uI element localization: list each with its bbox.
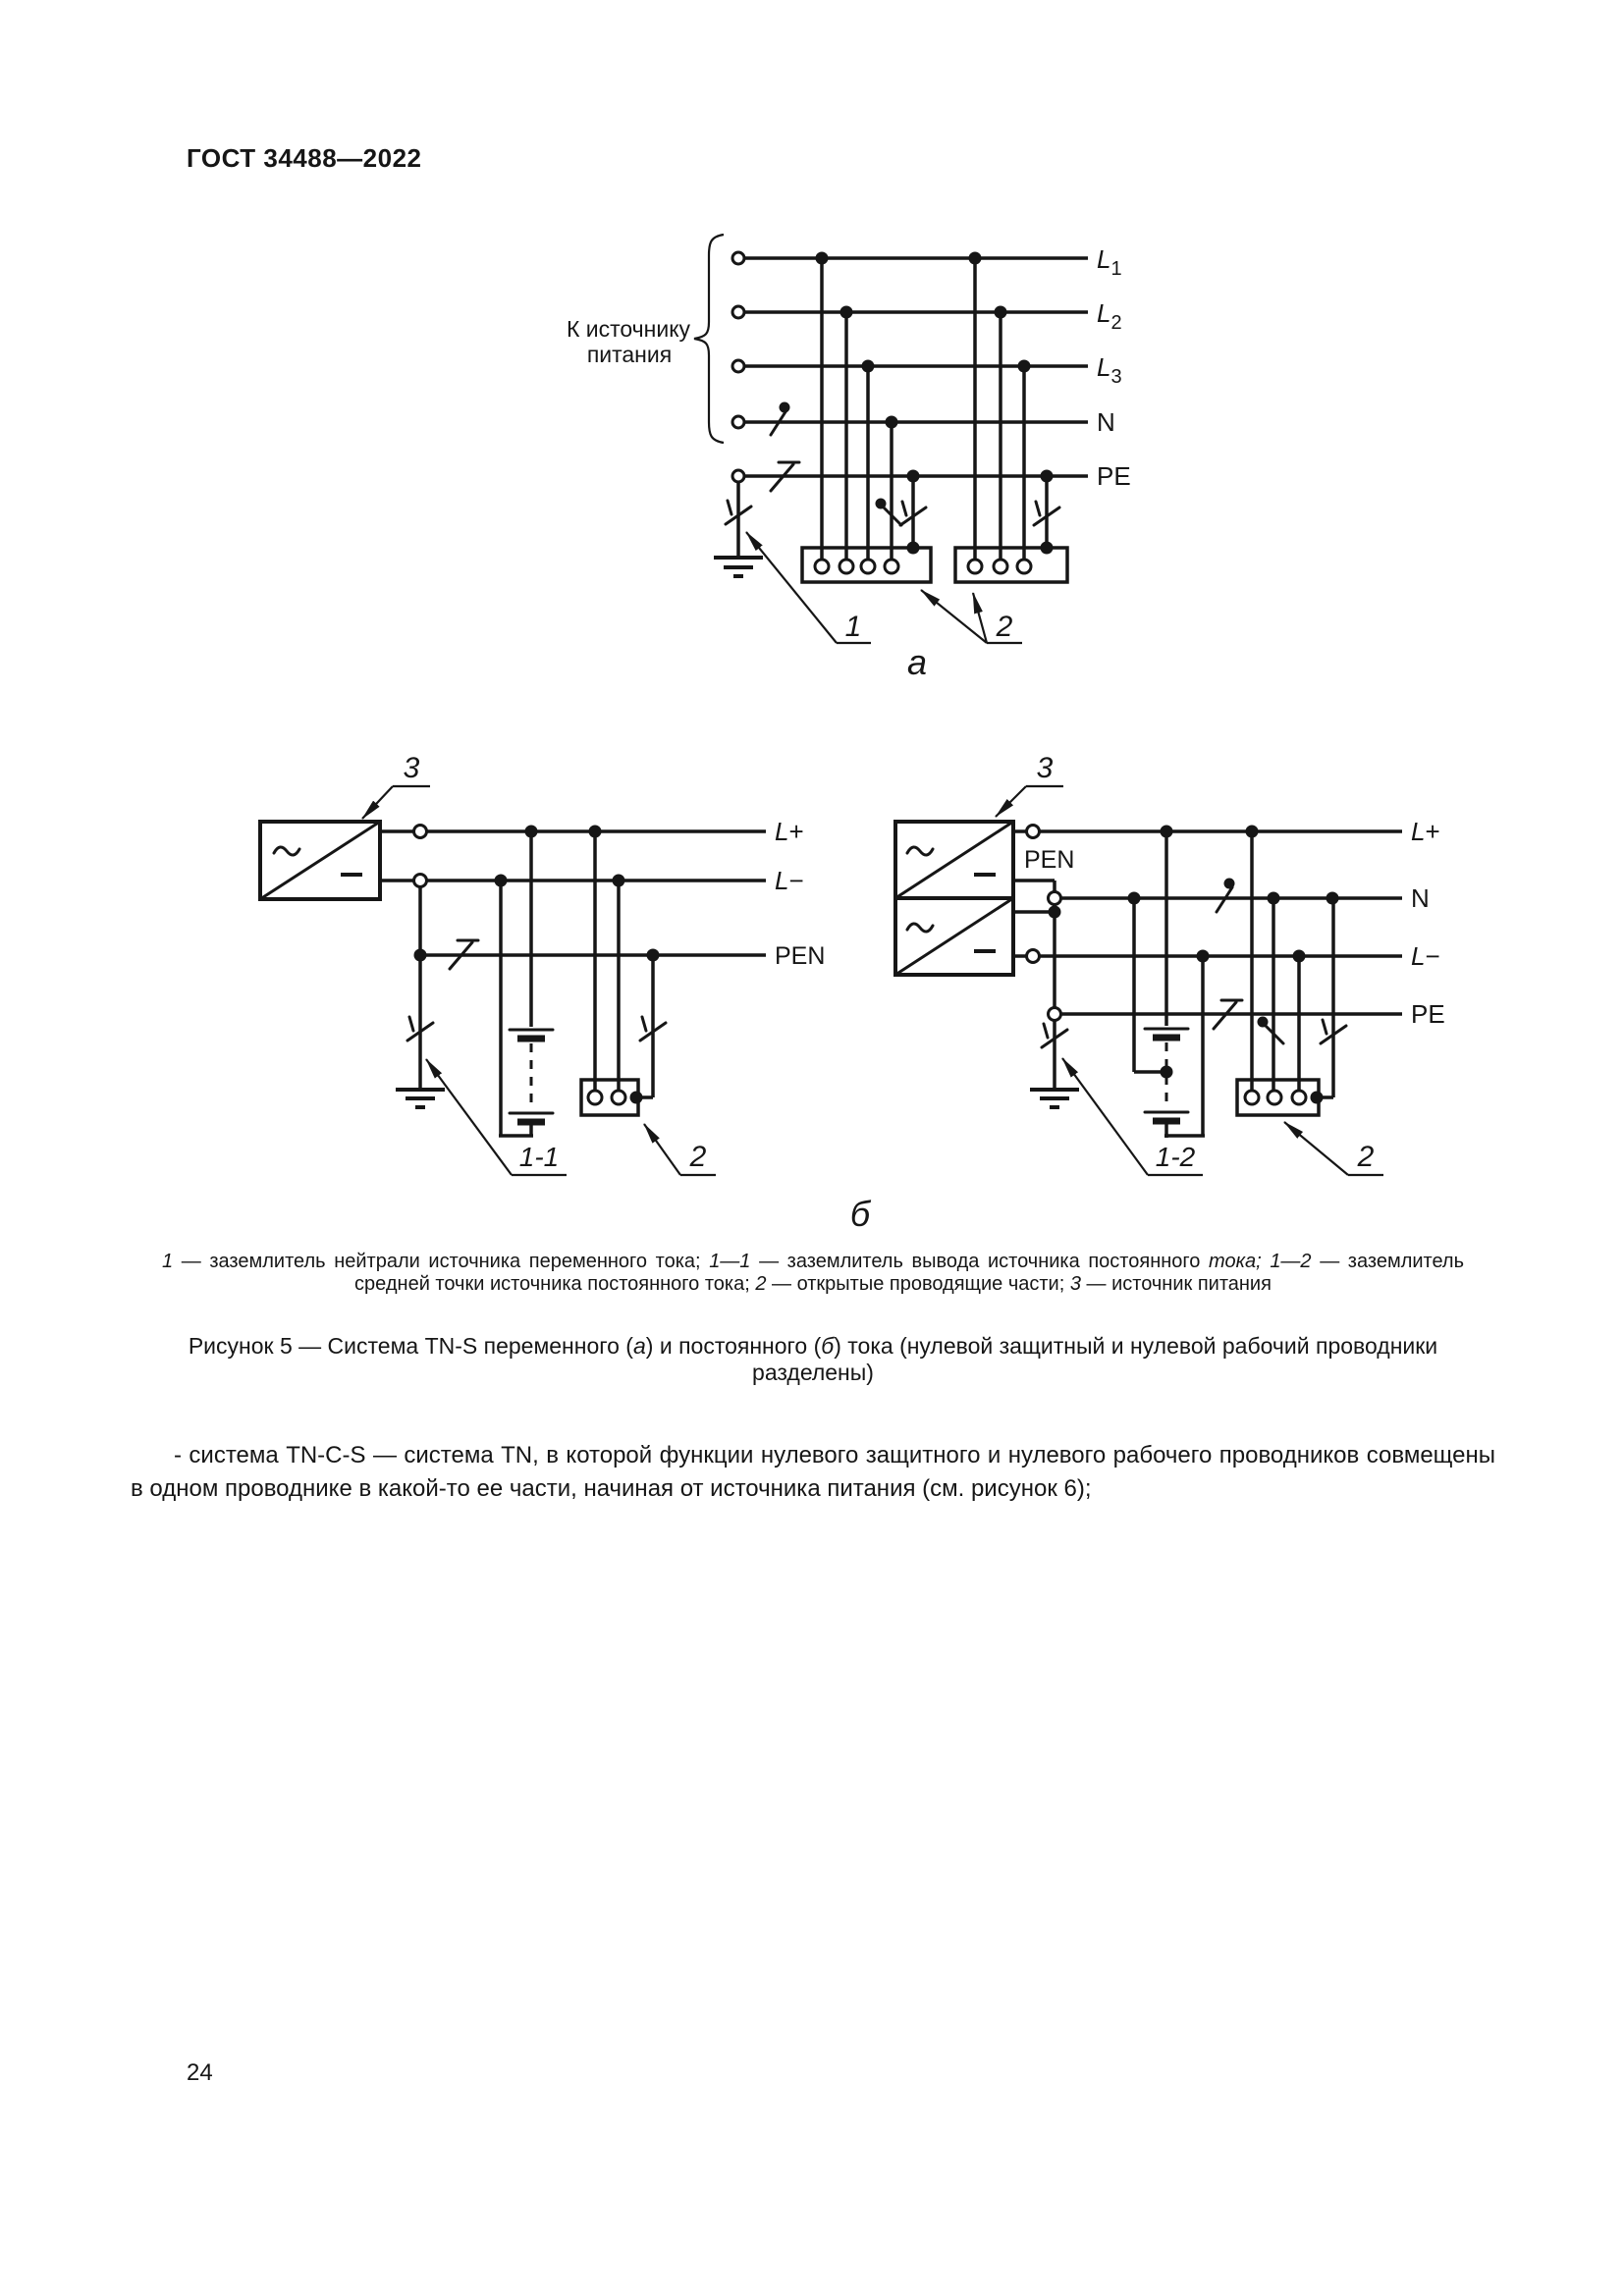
label-lminus-right: L− — [1411, 941, 1440, 971]
figure-caption: Рисунок 5 — Система TN-S переменного (а)… — [162, 1333, 1464, 1386]
label-n: N — [1097, 407, 1115, 437]
label-pe: PE — [1097, 461, 1131, 491]
ref-1-1-label: 1-1 — [519, 1142, 559, 1172]
ref-3-label-right: 3 — [1037, 752, 1054, 784]
converter-icon-left — [258, 820, 382, 901]
ref-2-label-left: 2 — [689, 1141, 707, 1173]
label-lminus-left: L− — [775, 866, 804, 895]
earth-electrode-1 — [714, 482, 763, 578]
converter-icon-right-1 — [893, 820, 1015, 900]
diagram-a: К источнику питания — [567, 233, 1131, 682]
fault-symbols-b-left — [448, 938, 668, 1042]
label-pen-left: PEN — [775, 942, 825, 970]
legend-text-3: — заземлитель средней точки источника по… — [354, 1251, 1465, 1295]
caption-seg: ) тока (нулевой защитный и нулевой рабоч… — [752, 1333, 1438, 1385]
caption-seg: Рисунок 5 — Система TN-S переменного ( — [188, 1333, 633, 1359]
ref-1-1-leader: 1-1 — [425, 1058, 567, 1177]
page-number: 24 — [187, 2059, 213, 2086]
legend-text-2: — заземлитель вывода источника постоянно… — [759, 1251, 1201, 1272]
label-lplus-left: L+ — [775, 817, 804, 846]
label-l2: L2 — [1097, 298, 1122, 334]
legend-text-5: — источник питания — [1086, 1273, 1272, 1295]
ref-3-leader-left: 3 — [361, 752, 430, 820]
exposed-parts-box-1 — [800, 546, 933, 584]
label-pe-right: PE — [1411, 999, 1445, 1029]
exposed-parts-box-2 — [953, 546, 1069, 584]
legend-text-1: — заземлитель нейтрали источника перемен… — [181, 1251, 701, 1272]
ref-2-leader: 2 — [920, 589, 1022, 645]
caption-seg: ) и постоянного ( — [645, 1333, 822, 1359]
caption-part-a: а — [632, 1333, 646, 1359]
ref-2-label-right: 2 — [1357, 1141, 1375, 1173]
legend-num-2: 1—1 — [709, 1251, 751, 1272]
junction-dots-a — [815, 251, 1054, 555]
terminals-b-left — [412, 824, 428, 888]
label-l1: L1 — [1097, 244, 1122, 280]
legend-num-5: 3 — [1069, 1273, 1081, 1295]
label-pen-right: PEN — [1024, 846, 1074, 874]
ref-2-leader-left: 2 — [643, 1123, 716, 1177]
exposed-parts-box-b-right — [1235, 1078, 1321, 1117]
ref-1-2-leader: 1-2 — [1061, 1057, 1203, 1177]
wires-b-left — [380, 829, 766, 1138]
junction-dots-b-left — [413, 825, 660, 1104]
battery-icon-left — [508, 1028, 555, 1126]
brace-icon — [693, 233, 725, 445]
earth-electrode-1-1 — [396, 1015, 445, 1109]
ref-1-leader: 1 — [745, 531, 871, 645]
ref-3-leader-right: 3 — [995, 752, 1063, 818]
legend-num-1: 1 — [162, 1251, 174, 1272]
diagram-b-right: 3 — [893, 752, 1445, 1177]
diagram-b-left: 3 — [258, 752, 825, 1177]
feeder-2-drops — [973, 258, 1049, 560]
feeder-1-drops — [820, 258, 915, 560]
supply-terminals — [731, 250, 746, 484]
ref-1-2-label: 1-2 — [1156, 1142, 1196, 1172]
legend-num-3: тока; 1—2 — [1209, 1251, 1312, 1272]
label-lplus-right: L+ — [1411, 817, 1440, 846]
source-label-line1: К источнику — [567, 316, 691, 342]
conductor-lines — [744, 256, 1088, 478]
junction-dots-b-right — [1048, 825, 1339, 1104]
label-l3: L3 — [1097, 352, 1122, 388]
label-n-right: N — [1411, 883, 1430, 913]
converter-icon-right-2 — [893, 896, 1015, 977]
fault-symbols-a — [769, 401, 1061, 527]
exposed-parts-box-b-left — [579, 1078, 640, 1117]
terminals-b-right — [1025, 824, 1062, 1022]
page-header: ГОСТ 34488—2022 — [187, 143, 422, 173]
caption-part-b: б — [821, 1333, 835, 1359]
fault-symbols-b-right — [1212, 878, 1348, 1045]
legend-num-4: 2 — [755, 1273, 767, 1295]
body-paragraph: - система TN-C-S — система TN, в которой… — [131, 1442, 1495, 1502]
ref-2-label: 2 — [996, 611, 1013, 643]
wires-b-right — [1013, 829, 1402, 1138]
ref-1-label: 1 — [845, 611, 862, 643]
figure-legend: 1 — заземлитель нейтрали источника перем… — [162, 1251, 1464, 1296]
figure-5-diagram: К источнику питания — [258, 233, 1445, 1234]
legend-text-4: — открытые проводящие части; — [772, 1273, 1065, 1295]
ref-2-leader-right: 2 — [1283, 1121, 1383, 1177]
part-a-label: а — [907, 642, 927, 682]
source-label-line2: питания — [587, 342, 672, 367]
ref-3-label-left: 3 — [404, 752, 420, 784]
part-b-label: б — [850, 1194, 872, 1234]
earth-electrode-1-2 — [1030, 1022, 1079, 1109]
